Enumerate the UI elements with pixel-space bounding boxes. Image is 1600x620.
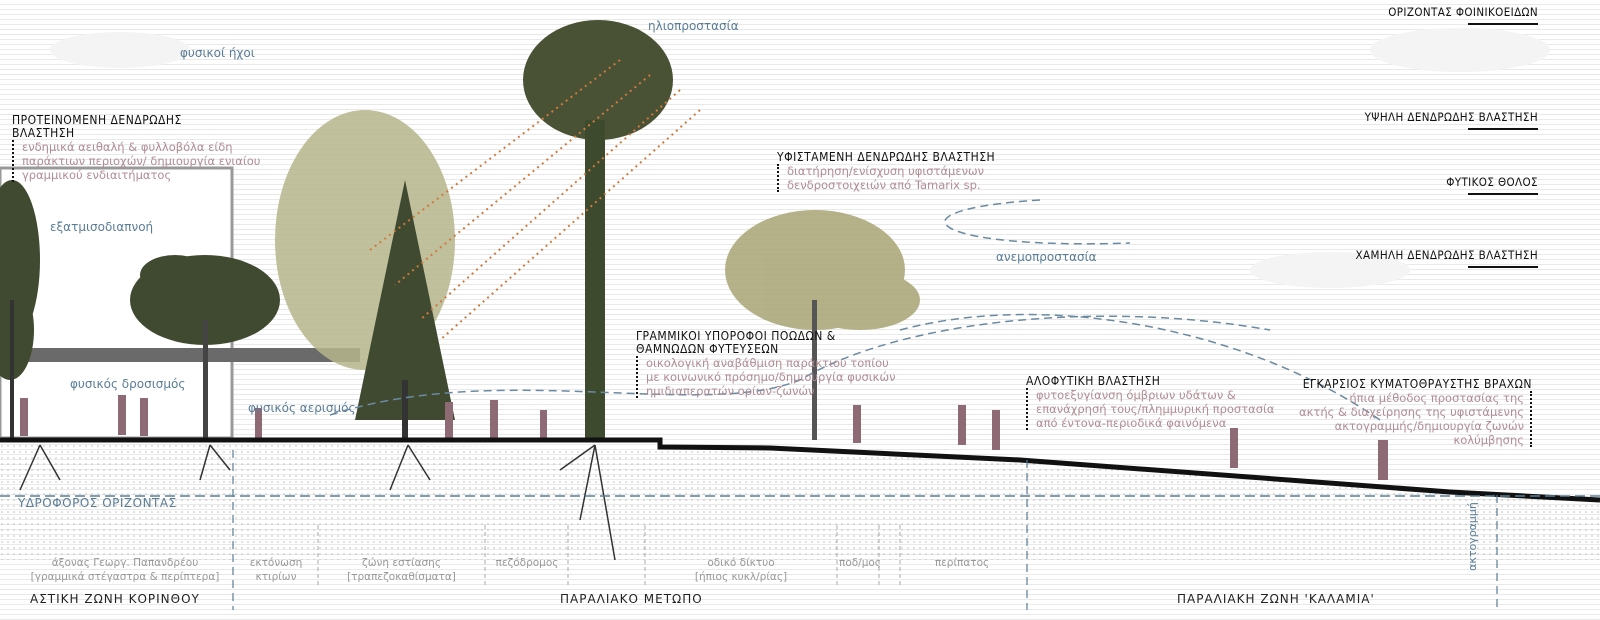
- cloud: [1370, 28, 1550, 72]
- subzone-building-extension: εκτόνωση κτιρίων: [236, 556, 316, 584]
- annotation-title: ΠΡΟΤΕΙΝΟΜΕΝΗ ΔΕΝΔΡΩΔΗΣ ΒΛΑΣΤΗΣΗ: [12, 113, 182, 140]
- desc-line: φυτοεξυγίανση όμβριων υδάτων &: [1036, 388, 1236, 402]
- label-natural-cooling: φυσικός δροσισμός: [70, 377, 186, 391]
- zone-dividers: [232, 450, 1498, 610]
- cloud: [1250, 252, 1410, 288]
- subzone-promenade: περίπατος: [902, 556, 1022, 570]
- horizon-marker: [1468, 193, 1538, 195]
- horizon-marker: [1468, 23, 1538, 25]
- annotation-halophytes: ΑΛΟΦΥΤΙΚΗ ΒΛΑΣΤΗΣΗ φυτοεξυγίανση όμβριων…: [1026, 375, 1274, 430]
- palm-trunk: [585, 120, 605, 440]
- subzone-dividers: [317, 525, 901, 585]
- annotation-understory: ΓΡΑΜΜΙΚΟΙ ΥΠΟΡΟΦΟΙ ΠΟΩΔΩΝ & ΘΑΜΝΩΔΩΝ ΦΥΤ…: [636, 330, 896, 398]
- subzone-line: περίπατος: [934, 557, 990, 569]
- label-wind-protection: ανεμοπροστασία: [996, 250, 1097, 264]
- wind-arrow: [329, 315, 1271, 416]
- wind-arrow: [899, 313, 1381, 421]
- horizon-canopy: ΦΥΤΙΚΟΣ ΘΟΛΟΣ: [1446, 175, 1538, 189]
- trunk: [402, 380, 408, 440]
- zone-urban-corinth: ΑΣΤΙΚΗ ΖΩΝΗ ΚΟΡΙΝΘΟΥ: [30, 592, 200, 606]
- subzone-line: [ήπιος κυκλ/ρίας]: [694, 571, 788, 583]
- subzone-dining: ζώνη εστίασης [τραπεζοκαθίσματα]: [320, 556, 483, 584]
- desc-line: δενδροστοιχειών από Tamarix sp.: [787, 178, 981, 192]
- desc-line: κολύμβησης: [1453, 433, 1524, 447]
- horizon-marker: [1468, 128, 1538, 130]
- desc-line: επανάχρησή τους/πλημμυρική προστασία: [1036, 402, 1275, 416]
- desc-line: με κοινωνικό πρόσημο/δημιουργία φυσικών: [646, 370, 896, 384]
- subzone-pedestrian-street: πεζόδρομος: [487, 556, 567, 570]
- subzone-line: ποδ/μος: [839, 557, 881, 569]
- desc-line: ενδημικά αειθαλή & φυλλοβόλα είδη: [22, 140, 233, 154]
- label-sun-protection: ηλιοπροστασία: [648, 19, 739, 33]
- subzone-line: ζώνη εστίασης: [362, 557, 441, 569]
- horizon-marker: [1468, 266, 1538, 268]
- label-natural-sounds: φυσικοί ήχοι: [180, 46, 255, 60]
- annotation-existing-trees: ΥΦΙΣΤΑΜΕΝΗ ΔΕΝΔΡΩΔΗΣ ΒΛΑΣΤΗΣΗ διατήρηση/…: [777, 151, 995, 192]
- subzone-line: οδικό δίκτυο: [707, 557, 775, 569]
- zone-waterfront: ΠΑΡΑΛΙΑΚΟ ΜΕΤΩΠΟ: [560, 592, 703, 606]
- annotation-desc: φυτοεξυγίανση όμβριων υδάτων & επανάχρησ…: [1026, 388, 1274, 430]
- subzone-line: εκτόνωση: [249, 557, 303, 569]
- subzone-line: [τραπεζοκαθίσματα]: [347, 571, 456, 583]
- canopy-shade: [0, 348, 360, 362]
- zone-kalamia-beach: ΠΑΡΑΛΙΑΚΗ ΖΩΝΗ 'ΚΑΛΑΜΙΑ': [1177, 592, 1375, 606]
- horizon-palms: ΟΡΙΖΟΝΤΑΣ ΦΟΙΝΙΚΟΕΙΔΩΝ: [1388, 5, 1538, 19]
- horizon-high-trees: ΥΨΗΛΗ ΔΕΝΔΡΩΔΗΣ ΒΛΑΣΤΗΣΗ: [1364, 110, 1538, 124]
- tree-dark-spreading: [130, 255, 280, 345]
- wind-arrow: [944, 199, 1131, 245]
- desc-line: ακτής & διαχείρησης της υφιστάμενης: [1299, 405, 1524, 419]
- annotation-title: ΑΛΟΦΥΤΙΚΗ ΒΛΑΣΤΗΣΗ: [1026, 374, 1161, 388]
- subzone-line: άξονας Γεωργ. Παπανδρέου: [51, 557, 199, 569]
- cloud: [50, 32, 190, 68]
- horizon-low-trees: ΧΑΜΗΛΗ ΔΕΝΔΡΩΔΗΣ ΒΛΑΣΤΗΣΗ: [1355, 248, 1538, 262]
- trunk: [812, 300, 817, 440]
- people-figures: [20, 395, 1388, 480]
- ground-line: [0, 437, 1600, 503]
- desc-line: ήπια μέθοδος προστασίας της: [1349, 391, 1524, 405]
- subzone-road-network: οδικό δίκτυο [ήπιος κυκλ/ρίας]: [645, 556, 837, 584]
- subzone-bike-path: ποδ/μος: [839, 556, 881, 570]
- annotation-breakwater: ΕΓΚΑΡΣΙΟΣ ΚΥΜΑΤΟΘΡΑΥΣΤΗΣ ΒΡΑΧΩΝ ήπια μέθ…: [1299, 378, 1532, 447]
- sun-rays: [369, 59, 701, 341]
- desc-line: γραμμικού ενδιαιτήματος: [22, 168, 172, 182]
- label-coastline: ακτογραμμή: [1465, 502, 1479, 571]
- desc-line: παράκτιων περιοχών/ δημιουργία ενιαίου: [22, 154, 261, 168]
- annotation-proposed-trees: ΠΡΟΤΕΙΝΟΜΕΝΗ ΔΕΝΔΡΩΔΗΣ ΒΛΑΣΤΗΣΗ ενδημικά…: [12, 114, 260, 182]
- annotation-title: ΥΦΙΣΤΑΜΕΝΗ ΔΕΝΔΡΩΔΗΣ ΒΛΑΣΤΗΣΗ: [777, 150, 996, 164]
- desc-line: διατήρηση/ενίσχυση υφιστάμενων: [787, 164, 985, 178]
- annotation-title: ΕΓΚΑΡΣΙΟΣ ΚΥΜΑΤΟΘΡΑΥΣΤΗΣ ΒΡΑΧΩΝ: [1302, 377, 1532, 391]
- annotation-title: ΓΡΑΜΜΙΚΟΙ ΥΠΟΡΟΦΟΙ ΠΟΩΔΩΝ & ΘΑΜΝΩΔΩΝ ΦΥΤ…: [636, 329, 836, 356]
- roots: [19, 444, 616, 561]
- tree-conifer: [355, 180, 455, 420]
- annotation-desc: διατήρηση/ενίσχυση υφιστάμενων δενδροστο…: [777, 164, 995, 192]
- label-natural-ventilation: φυσικός αερισμός: [248, 401, 356, 415]
- palm-crown: [523, 20, 673, 140]
- tree-olive-existing: [725, 210, 920, 330]
- annotation-desc: ήπια μέθοδος προστασίας της ακτής & διαχ…: [1299, 391, 1532, 447]
- subzone-papandreou-axis: άξονας Γεωργ. Παπανδρέου [γραμμικά στέγασ…: [20, 556, 230, 584]
- trunk: [10, 300, 14, 440]
- annotation-desc: οικολογική αναβάθμιση παράκτιου τοπίου μ…: [636, 356, 896, 398]
- desc-line: ημιδιαπερατών ορίων-ζωνών: [646, 384, 815, 398]
- desc-line: οικολογική αναβάθμιση παράκτιου τοπίου: [646, 356, 889, 370]
- subzone-line: κτιρίων: [255, 571, 297, 583]
- annotation-desc: ενδημικά αειθαλή & φυλλοβόλα είδη παράκτ…: [12, 140, 260, 182]
- trunk: [203, 320, 208, 440]
- label-evapotranspiration: εξατμισοδιαπνοή: [50, 220, 154, 234]
- subzone-line: πεζόδρομος: [495, 557, 559, 569]
- tree-left: [0, 180, 40, 380]
- soil-layer: [0, 442, 1600, 560]
- desc-line: ακτογραμμής/δημιουργία ζωνών: [1334, 419, 1524, 433]
- label-aquifer: ΥΔΡΟΦΟΡΟΣ ΟΡΙΖΟΝΤΑΣ: [18, 496, 177, 510]
- desc-line: από έντονα-περιοδικά φαινόμενα: [1036, 416, 1227, 430]
- subzone-line: [γραμμικά στέγαστρα & περίπτερα]: [30, 571, 220, 583]
